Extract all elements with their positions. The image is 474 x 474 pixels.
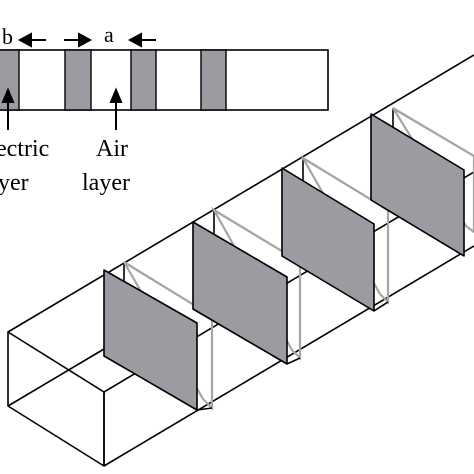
dielectric-plate-4 xyxy=(370,113,465,257)
schematic-dielectric-strip-3 xyxy=(130,49,157,111)
schematic-dielectric-strip-2 xyxy=(64,49,92,111)
waveguide-front-face xyxy=(7,331,105,467)
label-b: b xyxy=(2,24,13,49)
label-air-line2: layer xyxy=(82,170,130,196)
schematic-dielectric-strip-4 xyxy=(200,49,227,111)
layer-schematic xyxy=(0,49,329,111)
dielectric-plate-1 xyxy=(103,269,198,411)
waveguide-edge-top-left xyxy=(7,54,474,333)
arrow-b-head xyxy=(17,32,32,48)
arrow-a-head xyxy=(127,32,142,48)
dielectric-plates xyxy=(103,113,465,411)
arrow-left-of-a-head xyxy=(78,32,93,48)
waveguide-edge-bottom-right xyxy=(103,245,474,467)
label-air-line1: Air xyxy=(96,136,128,162)
waveguide-edge-bottom-left xyxy=(7,348,105,407)
pointer-dielectric-head xyxy=(1,87,15,103)
schematic-outline xyxy=(0,49,329,111)
pointer-air-head xyxy=(109,87,123,103)
label-dielectric-line1: ectric xyxy=(0,136,49,162)
dielectric-plate-2 xyxy=(192,221,288,365)
dimension-markers xyxy=(1,32,156,130)
label-dielectric-line2: yer xyxy=(0,170,29,196)
dielectric-plate-3 xyxy=(281,167,375,312)
label-a: a xyxy=(104,22,114,47)
waveguide-front-links xyxy=(196,301,389,411)
